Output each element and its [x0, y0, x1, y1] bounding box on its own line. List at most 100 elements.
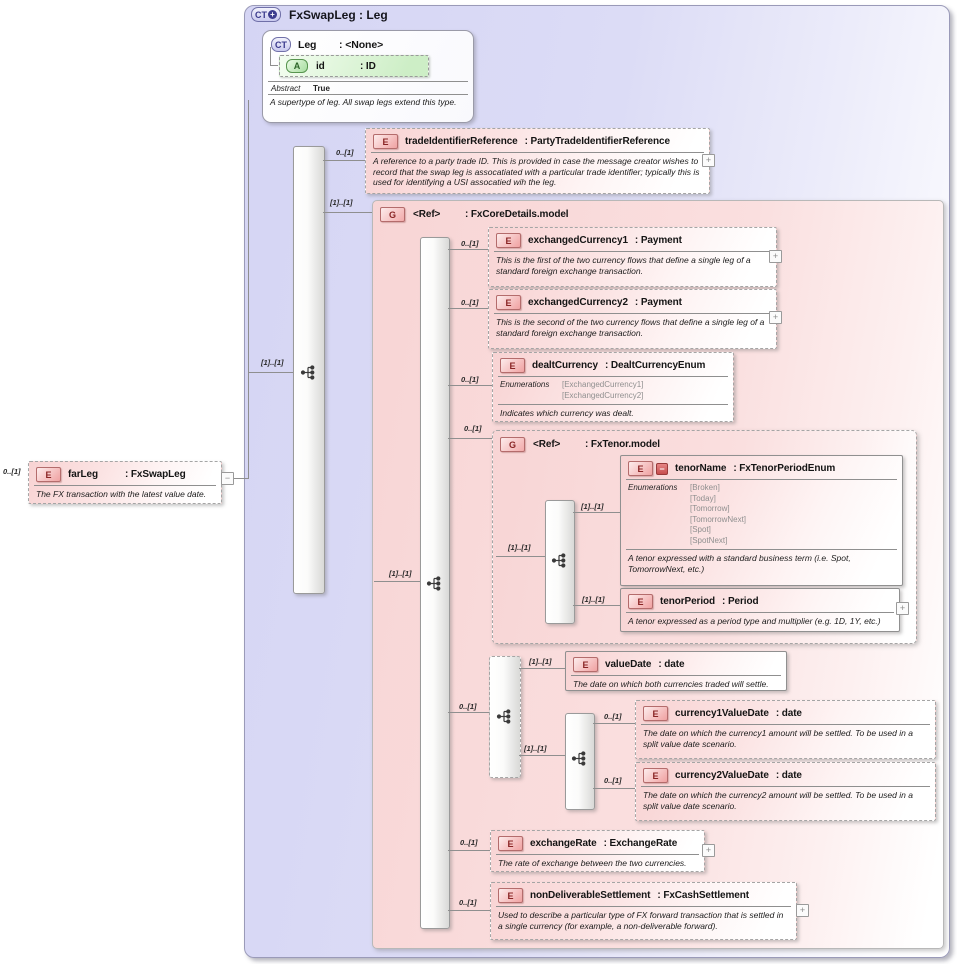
connector-line — [248, 100, 249, 479]
sequence-bar[interactable] — [565, 713, 595, 810]
element-doc: The date on which both currencies traded… — [573, 679, 769, 689]
element-box-dealtCurrency[interactable]: E dealtCurrency : DealtCurrencyEnum Enum… — [492, 352, 734, 422]
element-box-tenorName[interactable]: E − tenorName : FxTenorPeriodEnum Enumer… — [620, 455, 903, 586]
connector-line — [519, 668, 565, 669]
cardinality-label: 0..[1] — [459, 702, 477, 711]
divider — [371, 152, 704, 153]
element-box-currency2ValueDate[interactable]: E currency2ValueDate : date The date on … — [635, 762, 936, 821]
enumeration-values: [ExchangedCurrency1][ExchangedCurrency2] — [562, 380, 644, 400]
element-type: : FxTenorPeriodEnum — [733, 463, 836, 474]
cardinality-label: [1]..[1] — [529, 657, 552, 666]
divider — [626, 479, 897, 480]
element-type: : date — [658, 659, 685, 670]
element-name: exchangedCurrency2 — [528, 297, 628, 308]
expand-button[interactable]: + — [796, 904, 809, 917]
collapse-button[interactable]: − — [221, 472, 234, 485]
element-type: : ExchangeRate — [603, 838, 678, 849]
element-type: : date — [775, 770, 802, 781]
divider — [498, 404, 728, 405]
element-box-exchangeRate[interactable]: E exchangeRate : ExchangeRate The rate o… — [490, 830, 705, 872]
cardinality-label: [1]..[1] — [330, 198, 353, 207]
element-box-currency1ValueDate[interactable]: E currency1ValueDate : date The date on … — [635, 700, 936, 759]
sequence-bar[interactable] — [293, 146, 325, 594]
complex-type-icon: CT — [271, 37, 291, 52]
element-icon: E — [373, 134, 398, 149]
element-doc: This is the first of the two currency fl… — [496, 255, 751, 276]
connector-line — [448, 438, 492, 439]
expand-button[interactable]: + — [702, 154, 715, 167]
element-type: : Payment — [634, 297, 682, 308]
divider — [494, 251, 771, 252]
cardinality-label: 0..[1] — [3, 467, 21, 476]
plus-circle-icon: + — [268, 10, 277, 19]
element-type: : DealtCurrencyEnum — [604, 360, 706, 371]
divider — [268, 94, 468, 95]
element-type: : Period — [722, 596, 759, 607]
cardinality-label: [1]..[1] — [582, 595, 605, 604]
expand-button[interactable]: + — [769, 250, 782, 263]
element-doc: The rate of exchange between the two cur… — [498, 858, 687, 868]
cardinality-label: [1]..[1] — [389, 569, 412, 578]
enumerations-label: Enumerations — [628, 483, 678, 492]
cardinality-label: [1]..[1] — [261, 358, 284, 367]
element-box-tenorPeriod[interactable]: E tenorPeriod : Period A tenor expressed… — [620, 588, 900, 632]
element-icon: E — [643, 706, 668, 721]
complex-type-header: CT+ FxSwapLeg : Leg — [251, 7, 388, 22]
abstract-label: Abstract — [271, 84, 301, 93]
element-icon: E — [628, 461, 653, 476]
element-box-farLeg[interactable]: E farLeg : FxSwapLeg The FX transaction … — [28, 461, 222, 504]
divider — [494, 313, 771, 314]
abstract-row: Abstract True — [263, 82, 473, 94]
connector-line — [323, 160, 365, 161]
cardinality-label: 0..[1] — [461, 239, 479, 248]
sequence-icon — [571, 750, 588, 767]
element-icon: E — [573, 657, 598, 672]
element-type: : date — [775, 708, 802, 719]
cardinality-label: 0..[1] — [461, 298, 479, 307]
sequence-bar[interactable] — [545, 500, 575, 624]
connector-line — [448, 850, 490, 851]
cardinality-label: 0..[1] — [464, 424, 482, 433]
element-box-exchangedCurrency1[interactable]: E exchangedCurrency1 : Payment This is t… — [488, 227, 777, 287]
connector-line — [496, 556, 545, 557]
element-box-tradeIdentifierReference[interactable]: E tradeIdentifierReference : PartyTradeI… — [365, 128, 710, 194]
element-box-valueDate[interactable]: E valueDate : date The date on which bot… — [565, 651, 787, 691]
element-name: exchangedCurrency1 — [528, 235, 628, 246]
divider — [496, 854, 699, 855]
divider — [498, 376, 728, 377]
element-doc: A tenor expressed as a period type and m… — [628, 616, 881, 626]
expand-button[interactable]: + — [896, 602, 909, 615]
attribute-box-id[interactable]: A id : ID — [279, 55, 429, 77]
divider — [268, 81, 468, 82]
element-box-exchangedCurrency2[interactable]: E exchangedCurrency2 : Payment This is t… — [488, 289, 777, 349]
element-type: : FxCashSettlement — [657, 890, 749, 901]
element-icon: E — [36, 467, 61, 482]
divider — [641, 724, 930, 725]
element-box-nonDeliverableSettlement[interactable]: E nonDeliverableSettlement : FxCashSettl… — [490, 882, 797, 940]
element-name: valueDate — [605, 659, 652, 670]
attribute-icon: A — [286, 59, 308, 73]
element-name: currency1ValueDate — [675, 708, 769, 719]
element-name: nonDeliverableSettlement — [530, 890, 651, 901]
base-type-box-Leg[interactable]: CT Leg : <None> A id : ID Abstract True … — [262, 30, 474, 123]
connector-line — [233, 478, 249, 479]
enumerations-label: Enumerations — [500, 380, 550, 389]
element-icon: E — [496, 295, 521, 310]
connector-line — [270, 65, 278, 66]
expand-button[interactable]: + — [702, 844, 715, 857]
complex-type-icon: CT+ — [251, 7, 281, 22]
group-type: : FxCoreDetails.model — [465, 209, 569, 220]
sequence-icon — [496, 708, 513, 725]
fixed-value-icon: − — [656, 462, 668, 475]
connector-line — [249, 372, 293, 373]
element-doc: The date on which the currency2 amount w… — [643, 790, 913, 811]
connector-line — [448, 249, 488, 250]
element-doc: The date on which the currency1 amount w… — [643, 728, 913, 749]
cardinality-label: [1]..[1] — [581, 502, 604, 511]
connector-line — [270, 47, 271, 65]
cardinality-label: [1]..[1] — [508, 543, 531, 552]
expand-button[interactable]: + — [769, 311, 782, 324]
divider — [641, 786, 930, 787]
element-icon: E — [498, 888, 523, 903]
group-icon: G — [380, 207, 405, 222]
